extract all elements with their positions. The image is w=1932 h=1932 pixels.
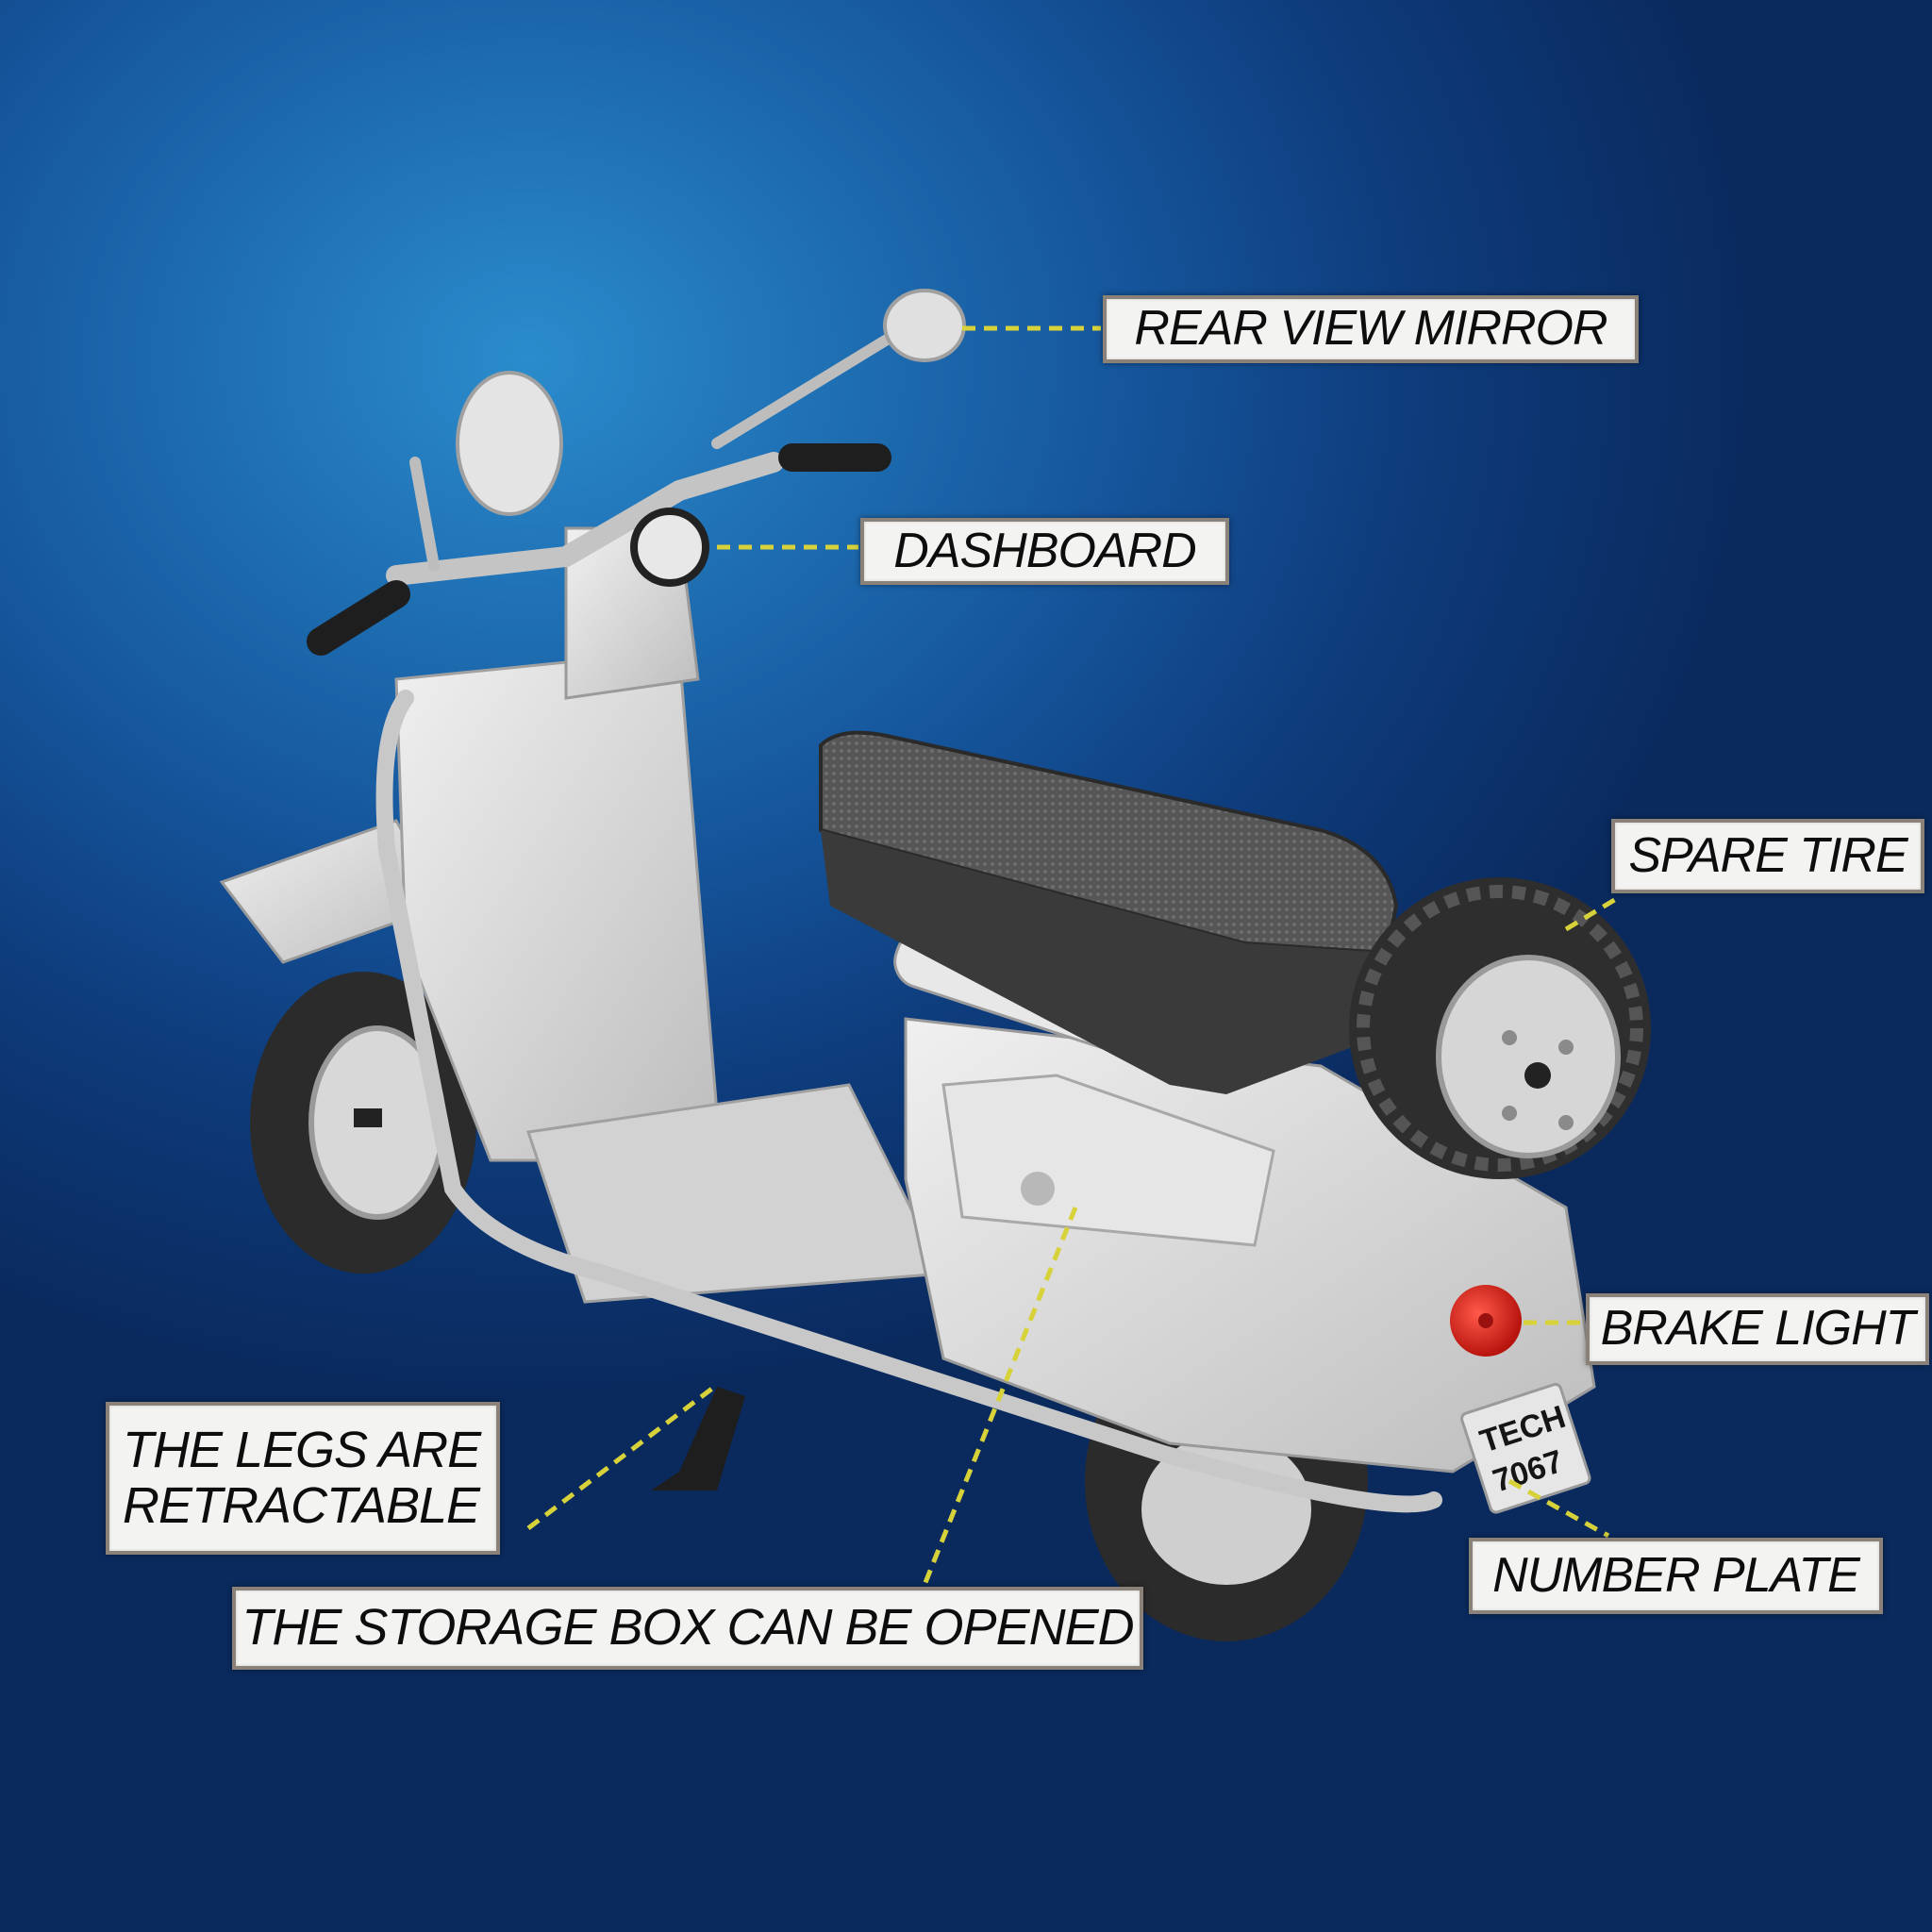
- callout-dashboard: DASHBOARD: [860, 518, 1229, 585]
- callout-rear-view-mirror: REAR VIEW MIRROR: [1103, 295, 1639, 363]
- mirror: [883, 289, 966, 362]
- callout-text: NUMBER PLATE: [1492, 1547, 1860, 1603]
- callout-brake-light: BRAKE LIGHT: [1586, 1293, 1929, 1365]
- callout-legs-retractable: THE LEGS ARE RETRACTABLE: [106, 1402, 500, 1555]
- callout-text-line-1: THE LEGS ARE: [123, 1421, 481, 1478]
- seat: [819, 730, 1399, 1094]
- callout-text: BRAKE LIGHT: [1600, 1301, 1916, 1357]
- spare-tire-wheel: [1349, 877, 1651, 1179]
- callout-text-line-2: RETRACTABLE: [123, 1477, 480, 1534]
- number-plate: TECH 7067: [1460, 1383, 1591, 1514]
- callout-text: THE STORAGE BOX CAN BE OPENED: [242, 1599, 1134, 1657]
- dashboard-gauge: [630, 508, 709, 587]
- callout-number-plate: NUMBER PLATE: [1469, 1538, 1883, 1614]
- callout-text: DASHBOARD: [893, 523, 1196, 578]
- callout-storage-box: THE STORAGE BOX CAN BE OPENED: [232, 1587, 1143, 1670]
- callout-spare-tire: SPARE TIRE: [1611, 819, 1924, 893]
- callout-text: SPARE TIRE: [1628, 827, 1907, 883]
- leader-lines: [526, 325, 1623, 1586]
- callout-text: REAR VIEW MIRROR: [1134, 301, 1607, 357]
